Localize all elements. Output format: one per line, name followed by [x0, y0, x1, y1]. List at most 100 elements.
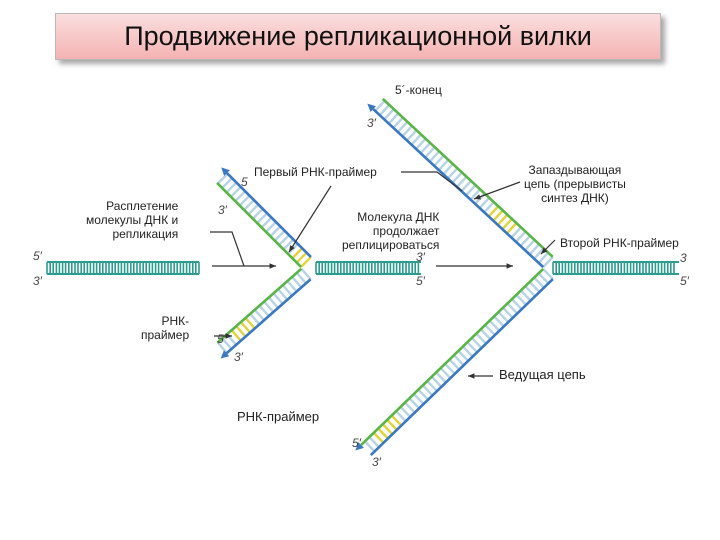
base-pair-rung [176, 261, 182, 275]
base-pair-rung [377, 261, 383, 275]
base-pair-rung [537, 251, 550, 264]
base-pair-rung [295, 251, 308, 264]
base-pair-rung [442, 163, 454, 176]
end-label: 5′ [217, 332, 226, 346]
base-pair-rung [451, 171, 463, 184]
base-pair-rung [570, 261, 576, 275]
base-pair-rung [564, 261, 570, 275]
base-pair-rung [408, 261, 414, 275]
base-pair-rung [515, 230, 527, 243]
base-pair-rung [108, 261, 114, 275]
base-pair-rung [632, 261, 638, 275]
end-label: 3′ [416, 250, 425, 264]
base-pair-rung [417, 388, 429, 401]
pointer-first-primer [288, 185, 332, 253]
base-pair-rung [589, 261, 595, 275]
base-pair-rung [164, 261, 169, 275]
base-pair-rung [157, 261, 163, 275]
rna-primer-bottom-label: РНК-праймер [237, 409, 320, 424]
base-pair-rung [533, 276, 545, 289]
base-pair-rung [286, 280, 298, 293]
base-pair-rung [58, 261, 64, 275]
base-pair-rung [235, 325, 247, 338]
fork2-upper-arm [367, 97, 554, 269]
base-pair-rung [466, 341, 478, 354]
base-pair-rung [421, 384, 434, 397]
base-pair-rung [216, 341, 228, 354]
base-pair-rung [519, 234, 531, 247]
base-pair-rung [126, 261, 132, 275]
base-pair-rung [488, 319, 501, 332]
base-pair-rung [315, 261, 321, 275]
base-pair-rung [95, 261, 101, 275]
base-pair-rung [358, 261, 364, 275]
base-pair-rung [413, 393, 425, 405]
fork1-upper-arm [216, 167, 312, 268]
base-pair-rung [448, 358, 461, 371]
base-pair-rung [457, 350, 470, 362]
title-banner: Продвижение репликационной вилки [55, 13, 661, 60]
base-pair-rung [511, 298, 523, 311]
base-pair-rung [247, 203, 260, 216]
base-pair-rung [583, 261, 589, 275]
base-pair-rung [601, 261, 607, 275]
strand-arrowhead [221, 167, 230, 176]
parental-duplex-right [552, 261, 679, 275]
base-pair-rung [446, 167, 459, 180]
base-pair-rung [415, 137, 427, 150]
base-pair-rung [64, 261, 70, 275]
base-pair-rung [378, 104, 391, 116]
base-pair-rung [133, 261, 138, 275]
strand-backbone [226, 172, 312, 258]
base-pair-rung [368, 436, 380, 448]
base-pair-rung [321, 261, 327, 275]
end-label: 5′ [33, 249, 42, 263]
base-pair-rung [419, 142, 432, 154]
base-pair-rung [456, 175, 468, 188]
base-pair-rung [273, 229, 286, 242]
strand-backbone [216, 182, 302, 268]
base-pair-rung [607, 261, 613, 275]
end-label: 5′ [352, 436, 361, 450]
leading-strand-label: Ведущая цепь [499, 367, 586, 382]
base-pair-rung [352, 261, 358, 275]
dna-continues-label: Молекула ДНК продолжает реплицироваться [342, 210, 440, 252]
base-pair-rung [528, 243, 541, 256]
base-pair-rung [663, 261, 669, 275]
base-pair-rung [651, 261, 657, 275]
five-prime-end-label: 5´-конец [395, 83, 442, 97]
base-pair-rung [386, 418, 398, 431]
dna-strands [46, 97, 679, 456]
end-label: 3′ [372, 455, 381, 469]
base-pair-rung [225, 181, 238, 194]
base-pair-rung [346, 261, 352, 275]
base-pair-rung [437, 158, 450, 171]
base-pair-rung [484, 324, 496, 336]
base-pair-rung [339, 261, 345, 275]
base-pair-rung [558, 261, 564, 275]
strand-backbone [360, 268, 545, 446]
base-pair-rung [244, 317, 256, 330]
base-pair-rung [401, 261, 407, 275]
base-pair-rung [151, 261, 157, 275]
base-pair-rung [52, 261, 58, 275]
base-pair-rung [363, 440, 376, 453]
base-pair-rung [487, 205, 500, 218]
base-pair-rung [377, 427, 389, 440]
base-pair-rung [383, 261, 389, 275]
base-pair-rung [230, 186, 242, 198]
base-pair-rung [295, 272, 307, 285]
base-pair-rung [265, 221, 277, 233]
base-pair-rung [395, 261, 401, 275]
base-pair-rung [381, 423, 394, 436]
base-pair-rung [506, 222, 518, 235]
base-pair-rung [83, 261, 89, 275]
base-pair-rung [89, 261, 95, 275]
base-pair-rung [239, 321, 252, 334]
base-pair-rung [389, 261, 395, 275]
base-pair-rung [372, 431, 385, 444]
parental-duplex-left [46, 261, 200, 275]
arrowhead [541, 247, 548, 254]
strand-backbone [216, 267, 303, 344]
base-pair-rung [483, 201, 495, 214]
